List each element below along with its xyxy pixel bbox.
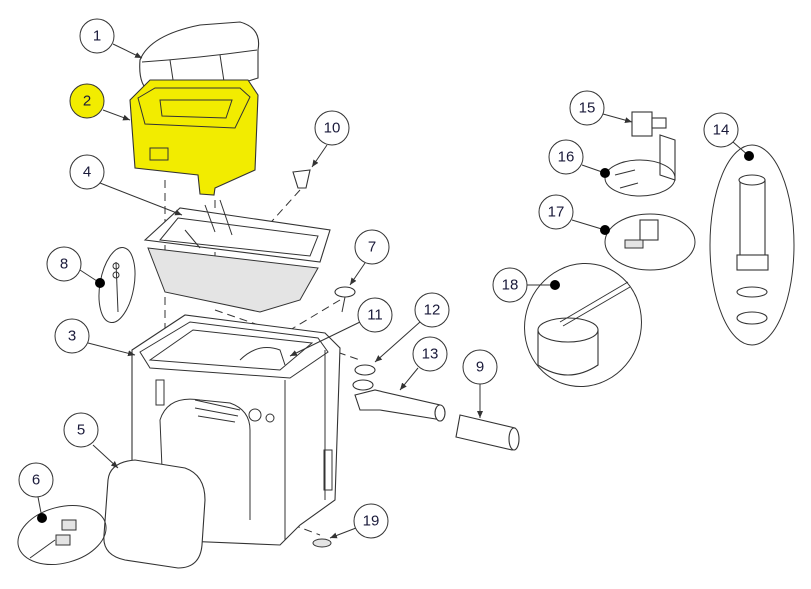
part-6-hardware-group[interactable] (11, 496, 112, 573)
part-5-door[interactable] (103, 459, 206, 569)
balloon-label: 19 (363, 513, 380, 530)
balloon-16[interactable]: 16 (548, 139, 584, 175)
balloon-label: 8 (60, 256, 68, 273)
part-19-washer[interactable] (312, 538, 332, 548)
balloon-label: 3 (68, 328, 76, 345)
balloon-label: 17 (548, 204, 565, 221)
balloon-10[interactable]: 10 (314, 110, 350, 146)
part-16-screws[interactable] (604, 159, 676, 197)
balloon-label: 14 (713, 122, 730, 139)
balloon-6[interactable]: 6 (18, 462, 54, 498)
balloon-19[interactable]: 19 (353, 503, 389, 539)
part-7-fitting[interactable] (334, 286, 356, 313)
part-18-float-assembly[interactable] (507, 247, 658, 403)
balloon-label: 18 (502, 277, 519, 294)
balloon-12[interactable]: 12 (414, 292, 450, 328)
balloon-label: 16 (558, 149, 575, 166)
part-14-drain-assembly[interactable] (709, 144, 795, 346)
balloon-5[interactable]: 5 (63, 412, 99, 448)
balloon-label: 6 (32, 472, 40, 489)
balloon-label: 5 (77, 422, 85, 439)
balloon-label: 2 (83, 93, 91, 110)
balloon-11[interactable]: 11 (357, 297, 393, 333)
balloon-8[interactable]: 8 (46, 246, 82, 282)
balloon-15[interactable]: 15 (569, 90, 605, 126)
balloon-1[interactable]: 1 (79, 18, 115, 54)
balloon-label: 7 (368, 239, 376, 256)
balloon-label: 4 (83, 164, 91, 181)
balloon-9[interactable]: 9 (462, 349, 498, 385)
part-12-washers[interactable] (352, 364, 376, 391)
balloon-label: 15 (579, 100, 596, 117)
balloon-4[interactable]: 4 (69, 154, 105, 190)
balloon-2[interactable]: 2 (69, 83, 105, 119)
balloon-label: 1 (93, 28, 101, 45)
callout-dots (37, 151, 754, 523)
balloon-17[interactable]: 17 (538, 194, 574, 230)
balloon-label: 13 (422, 346, 439, 363)
balloon-label: 10 (324, 120, 341, 137)
part-13-tailpiece[interactable] (354, 389, 446, 422)
part-2-tank-highlighted[interactable] (129, 79, 259, 196)
balloon-label: 9 (476, 359, 484, 376)
part-9-pipe[interactable] (455, 414, 520, 451)
balloon-7[interactable]: 7 (354, 229, 390, 265)
leader-lines (37, 43, 750, 539)
balloon-18[interactable]: 18 (492, 267, 528, 303)
balloon-3[interactable]: 3 (54, 318, 90, 354)
part-4-tray[interactable] (143, 199, 331, 313)
part-15-valve[interactable] (631, 111, 676, 181)
balloon-14[interactable]: 14 (703, 112, 739, 148)
part-17-valve-assembly[interactable] (604, 213, 696, 271)
part-10-cap[interactable] (292, 169, 311, 189)
balloon-label: 11 (367, 307, 383, 324)
balloon-label: 12 (424, 302, 441, 319)
balloon-13[interactable]: 13 (412, 336, 448, 372)
